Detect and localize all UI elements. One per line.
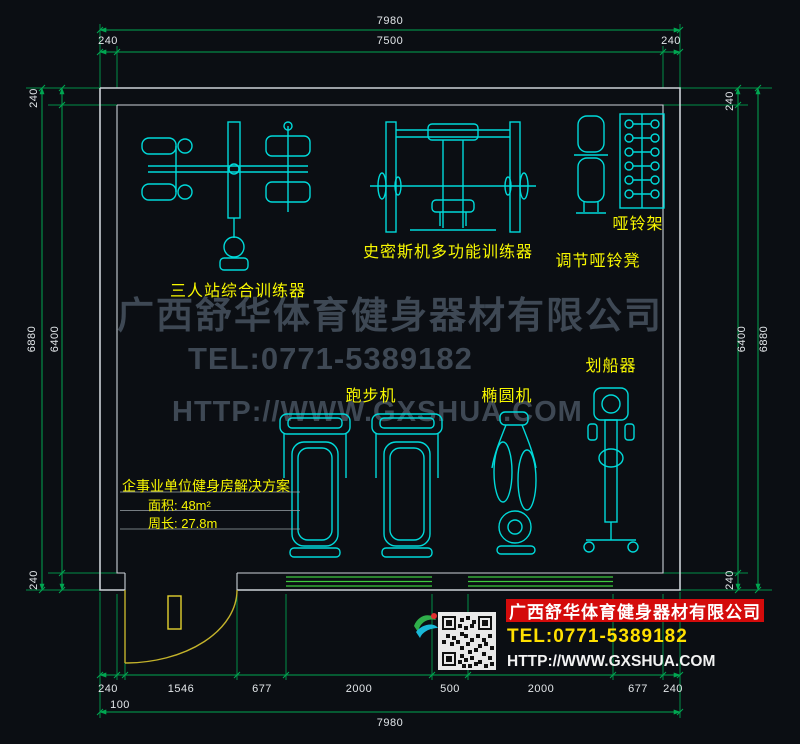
- multi-station-trainer-drawing: [141, 121, 311, 271]
- smith-machine-drawing: [370, 121, 536, 233]
- treadmill-2-drawing: [371, 413, 443, 558]
- rower-drawing: [583, 387, 639, 553]
- dim-left-total: 6880: [26, 325, 38, 353]
- label-dumbbell-rack: 哑铃架: [612, 216, 664, 233]
- dim-left-wall-bottom: 240: [28, 570, 40, 590]
- dim-top-total: 7980: [376, 15, 404, 27]
- dim-left-inner: 6400: [49, 325, 61, 353]
- dim-bottom-seg-6: 677: [628, 683, 648, 695]
- dim-bottom-seg-1: 1546: [167, 683, 195, 695]
- dim-bottom-total: 7980: [376, 717, 404, 729]
- dim-top-wall-right: 240: [661, 35, 681, 47]
- label-treadmill: 跑步机: [345, 388, 397, 405]
- footer-company-banner: 广西舒华体育健身器材有限公司: [506, 599, 764, 622]
- label-smith-machine: 史密斯机多功能训练器: [362, 244, 534, 261]
- plan-title: 企事业单位健身房解决方案: [122, 478, 290, 494]
- dim-bottom-seg-7: 240: [663, 683, 683, 695]
- dim-right-total: 6880: [758, 325, 770, 353]
- dim-right-inner: 6400: [736, 325, 748, 353]
- qr-code: [438, 612, 496, 670]
- shua-logo: [414, 613, 438, 638]
- footer-website: HTTP://WWW.GXSHUA.COM: [507, 653, 716, 670]
- windows: [286, 576, 613, 587]
- plan-perimeter: 周长: 27.8m: [148, 516, 218, 531]
- dumbbell-rack-drawing: [619, 113, 665, 209]
- dim-bottom-seg-5: 2000: [527, 683, 555, 695]
- label-adjustable-bench: 调节哑铃凳: [555, 253, 641, 270]
- dimension-lines: [26, 24, 772, 718]
- dim-bottom-small: 100: [110, 699, 130, 711]
- dim-top-wall-left: 240: [98, 35, 118, 47]
- dim-right-wall-bottom: 240: [724, 570, 736, 590]
- info-table-lines: [120, 491, 300, 530]
- dim-bottom-seg-4: 500: [440, 683, 460, 695]
- dim-right-wall-top: 240: [724, 91, 736, 111]
- footer-company-text: 广西舒华体育健身器材有限公司: [509, 603, 761, 622]
- dim-left-wall-top: 240: [28, 88, 40, 108]
- label-multi-station: 三人站综合训练器: [169, 283, 307, 300]
- plan-area: 面积: 48m²: [148, 498, 211, 513]
- dim-bottom-seg-3: 2000: [345, 683, 373, 695]
- door: [124, 589, 238, 664]
- label-elliptical: 椭圆机: [481, 388, 533, 405]
- label-rower: 划船器: [585, 358, 637, 375]
- treadmill-1-drawing: [279, 413, 351, 558]
- dim-bottom-seg-2: 677: [252, 683, 272, 695]
- dim-bottom-seg-0: 240: [98, 683, 118, 695]
- watermark-company: 广西舒华体育健身器材有限公司: [117, 295, 663, 336]
- elliptical-drawing: [491, 411, 537, 555]
- watermark-tel: TEL:0771-5389182: [188, 341, 473, 376]
- walls: [99, 87, 681, 591]
- footer-tel: TEL:0771-5389182: [507, 626, 688, 647]
- adjustable-bench-drawing: [574, 115, 608, 214]
- dim-top-inner: 7500: [376, 35, 404, 47]
